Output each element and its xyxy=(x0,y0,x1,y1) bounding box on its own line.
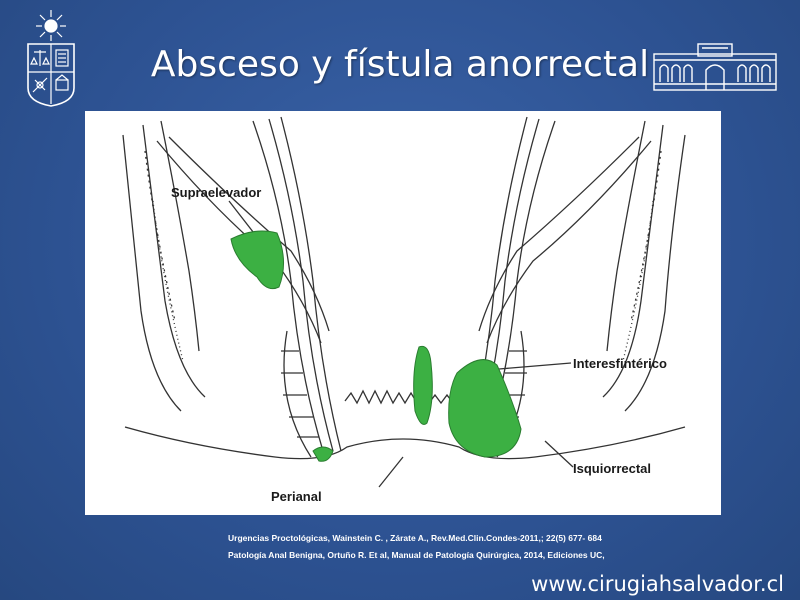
label-perianal: Perianal xyxy=(271,489,322,504)
supraelevador-abscess xyxy=(230,230,284,290)
slide-title: Absceso y fístula anorrectal xyxy=(150,44,650,85)
perianal-abscess xyxy=(312,446,334,462)
references: Urgencias Proctológicas, Wainstein C. , … xyxy=(228,530,605,564)
label-isquiorrectal: Isquiorrectal xyxy=(573,461,651,476)
reference-1: Urgencias Proctológicas, Wainstein C. , … xyxy=(228,533,602,543)
isquiorrectal-abscess xyxy=(448,359,522,458)
anorectal-diagram: Supraelevador Interesfintérico Isquiorre… xyxy=(85,111,721,515)
website-url: www.cirugiahsalvador.cl xyxy=(531,572,784,596)
reference-2: Patología Anal Benigna, Ortuño R. Et al,… xyxy=(228,550,605,560)
label-interesfinterico: Interesfintérico xyxy=(573,356,667,371)
hospital-building-icon xyxy=(652,40,778,92)
university-crest-icon xyxy=(20,8,82,108)
interesfinterico-abscess xyxy=(413,345,433,425)
label-supraelevador: Supraelevador xyxy=(171,185,261,200)
